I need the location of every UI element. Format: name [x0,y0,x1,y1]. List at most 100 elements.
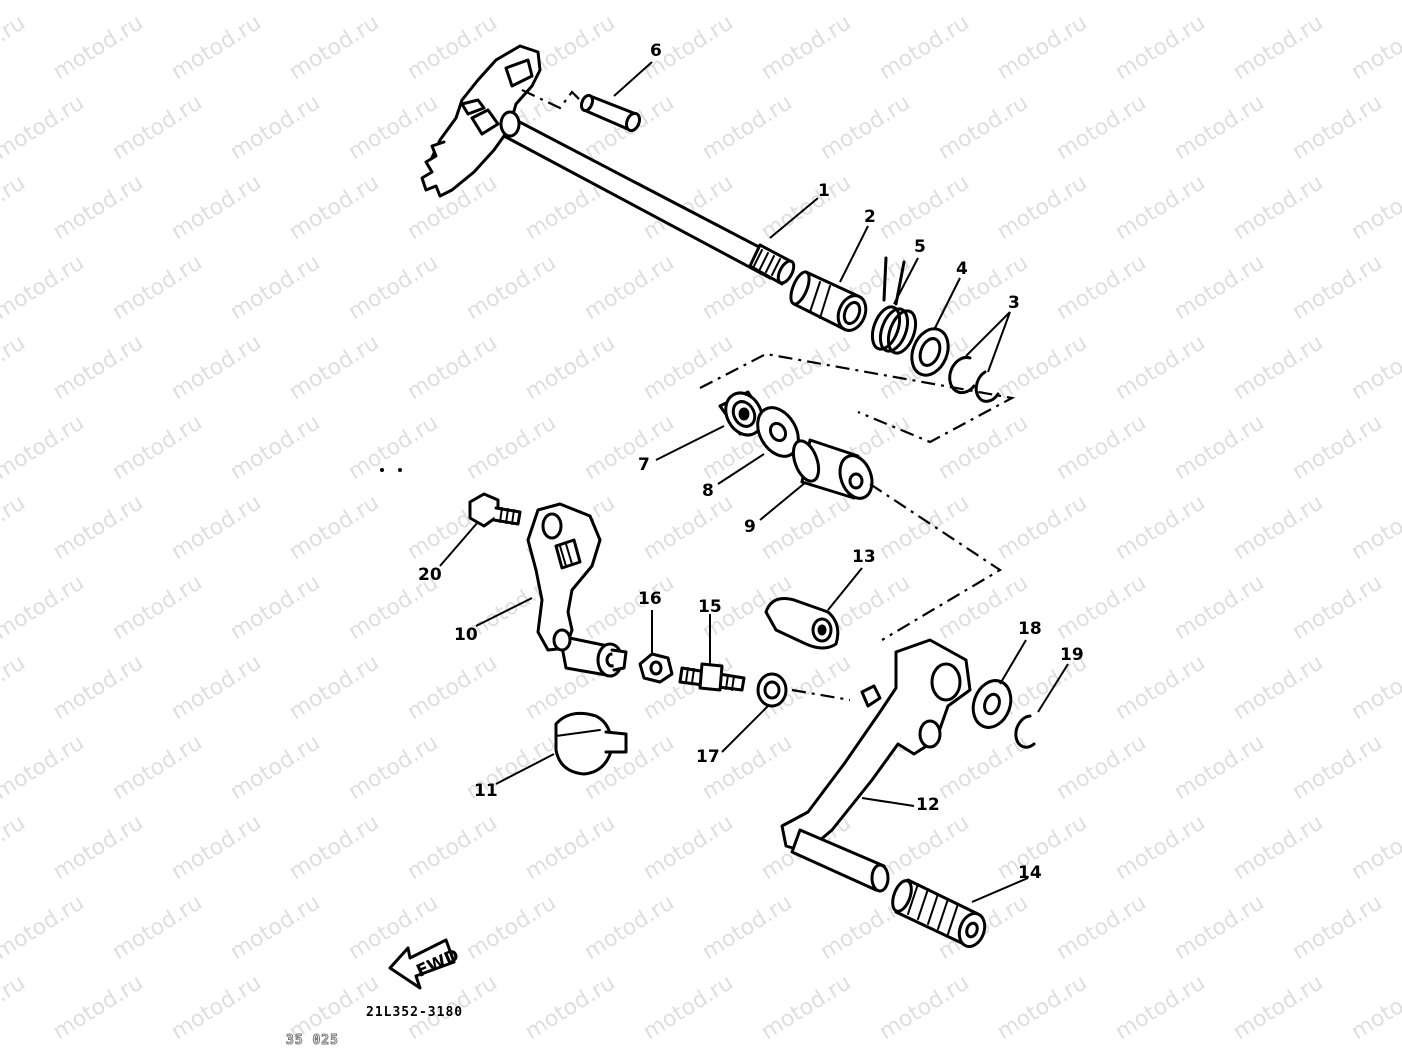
watermark-text: motod.ru [698,90,797,165]
watermark-text: motod.ru [49,490,148,565]
watermark-text: motod.ru [462,410,561,485]
watermark-text: motod.ru [49,10,148,85]
watermark-text: motod.ru [1170,570,1269,645]
watermark-text: motod.ru [0,890,89,965]
watermark-text: motod.ru [1288,890,1387,965]
watermark-text: motod.ru [0,170,30,245]
watermark-text: motod.ru [875,170,974,245]
label-part-8: 8 [702,481,714,501]
watermark-text: motod.ru [1347,330,1402,405]
watermark-text: motod.ru [1111,650,1210,725]
watermark-text: motod.ru [49,170,148,245]
alignment-line-lever [791,688,851,702]
watermark-text: motod.ru [934,250,1033,325]
part-13-ball-joint [764,597,840,650]
watermark-text: motod.ru [226,250,325,325]
watermark-text: motod.ru [698,0,797,5]
label-part-17: 17 [696,747,720,767]
watermark-text: motod.ru [1170,90,1269,165]
watermark-text: motod.ru [639,490,738,565]
watermark-text: motod.ru [521,970,620,1045]
watermark-text: motod.ru [521,810,620,885]
drawing-code: 21L352-3180 [366,1005,463,1020]
watermark-text: motod.ru [757,10,856,85]
watermark-text: motod.ru [462,250,561,325]
watermark-text: motod.ru [580,0,679,5]
label-part-6: 6 [650,41,662,61]
watermark-text: motod.ru [1111,810,1210,885]
part-1-shift-shaft [420,44,796,286]
watermark-text: motod.ru [993,10,1092,85]
watermark-text: motod.ru [226,890,325,965]
watermark-text: motod.ru [1170,890,1269,965]
watermark-text: motod.ru [1229,330,1328,405]
watermark-text: motod.ru [521,330,620,405]
watermark-text: motod.ru [1347,650,1402,725]
label-part-3: 3 [1008,293,1020,313]
watermark-text: motod.ru [698,730,797,805]
watermark-text: motod.ru [167,330,266,405]
watermark-text: motod.ru [344,250,443,325]
watermark-text: motod.ru [49,650,148,725]
part-8-washer [756,406,800,458]
watermark-text: motod.ru [1229,10,1328,85]
watermark-text: motod.ru [1111,970,1210,1045]
watermark-text: motod.ru [1288,410,1387,485]
watermark-text: motod.ru [0,250,89,325]
watermark-text: motod.ru [226,730,325,805]
watermark-text: motod.ru [403,650,502,725]
watermark-text: motod.ru [285,490,384,565]
watermark-text: motod.ru [0,570,89,645]
part-14-pedal-rubber [891,878,987,948]
watermark-text: motod.ru [1288,570,1387,645]
watermark-text: motod.ru [344,730,443,805]
watermark-text: motod.ru [462,890,561,965]
watermark-text: motod.ru [1052,570,1151,645]
watermark-text: motod.ru [285,10,384,85]
watermark-text: motod.ru [0,810,30,885]
watermark-text: motod.ru [108,0,207,5]
label-part-5: 5 [914,237,926,257]
watermark-text: motod.ru [0,90,89,165]
watermark-text: motod.ru [403,810,502,885]
part-4-washer [910,327,950,377]
watermark-text: motod.ru [1111,10,1210,85]
part-15-rod [678,662,746,692]
watermark-text: motod.ru [580,250,679,325]
watermark-text: motod.ru [1170,730,1269,805]
watermark-text: motod.ru [993,810,1092,885]
label-part-19: 19 [1060,645,1084,665]
part-7-bearing [718,390,768,437]
part-10-shift-arm [526,502,628,678]
watermark-text: motod.ru [580,890,679,965]
watermark-text: motod.ru [0,650,30,725]
bottom-code: 35 025 [286,1033,339,1048]
watermark-text: motod.ru [226,410,325,485]
watermark-text: motod.ru [0,970,30,1045]
watermark-text: motod.ru [167,490,266,565]
label-part-12: 12 [916,795,940,815]
part-2-collar [789,270,868,332]
watermark-text: motod.ru [0,10,30,85]
watermark-text: motod.ru [49,970,148,1045]
watermark-text: motod.ru [1347,10,1402,85]
watermark-text: motod.ru [344,410,443,485]
watermark-text: motod.ru [757,970,856,1045]
watermark-text: motod.ru [108,250,207,325]
alignment-line-upper [699,352,1016,444]
watermark-text: motod.ru [167,10,266,85]
watermark-text: motod.ru [226,0,325,5]
watermark-text: motod.ru [1052,730,1151,805]
label-part-20: 20 [418,565,442,585]
watermark-text: motod.ru [0,730,89,805]
part-17-nut [756,672,788,708]
part-18-washer [971,679,1013,729]
part-6-pin [521,89,642,133]
watermark-text: motod.ru [1347,490,1402,565]
part-9-bushing [791,438,874,500]
watermark-text: motod.ru [757,490,856,565]
watermark-text: motod.ru [1111,170,1210,245]
part-labels: 1 2 3 4 5 6 7 8 9 10 11 12 13 14 15 16 1… [418,41,1084,883]
part-3-circlips [948,355,1000,403]
